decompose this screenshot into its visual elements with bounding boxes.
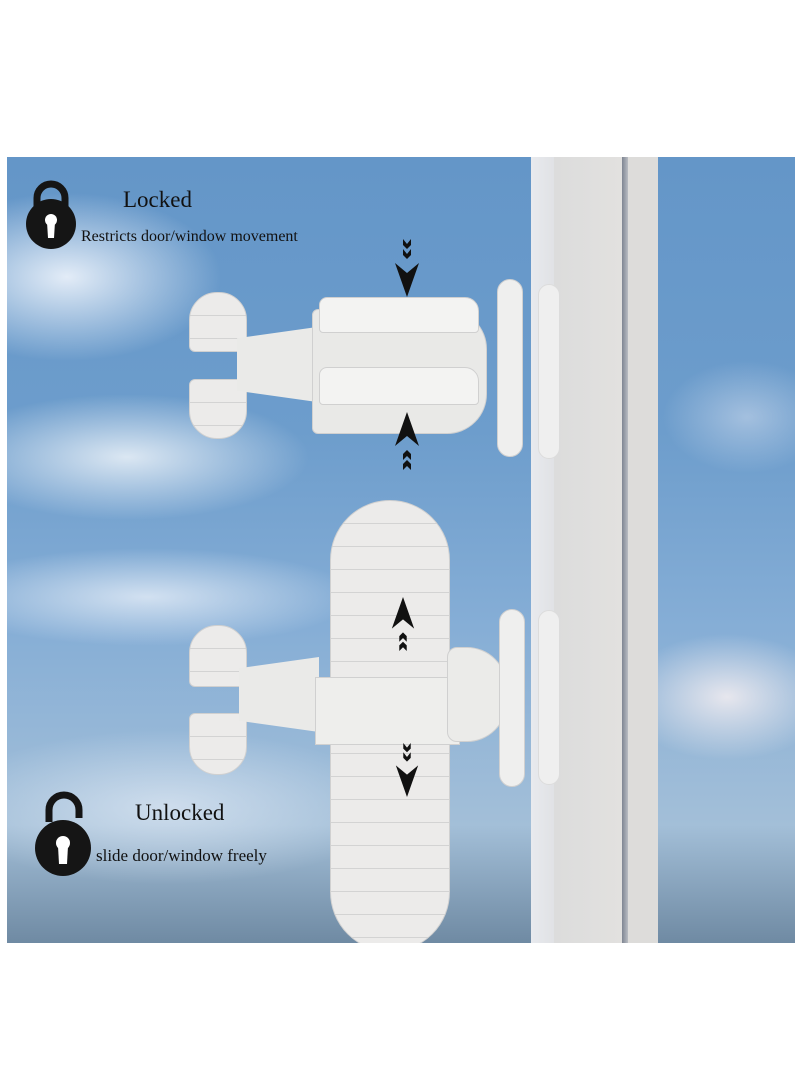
arrow-down-icon <box>395 743 419 797</box>
locked-description: Restricts door/window movement <box>81 228 298 245</box>
arrow-up-icon <box>395 412 419 470</box>
locked-title: Locked <box>123 187 192 212</box>
arrow-up-icon <box>391 597 415 651</box>
arrow-down-icon <box>395 239 419 297</box>
unlocked-description: slide door/window freely <box>96 846 267 865</box>
mount-base-top <box>538 284 560 459</box>
mount-base-bottom <box>538 610 560 785</box>
padlock-open-icon <box>35 791 91 876</box>
window-frame-gap <box>622 157 628 943</box>
unlocked-title: Unlocked <box>135 800 225 825</box>
product-photo: Locked Restricts door/window movement Un… <box>7 157 795 943</box>
padlock-closed-icon <box>26 180 76 249</box>
window-frame <box>554 157 622 943</box>
window-frame-right <box>628 157 658 943</box>
